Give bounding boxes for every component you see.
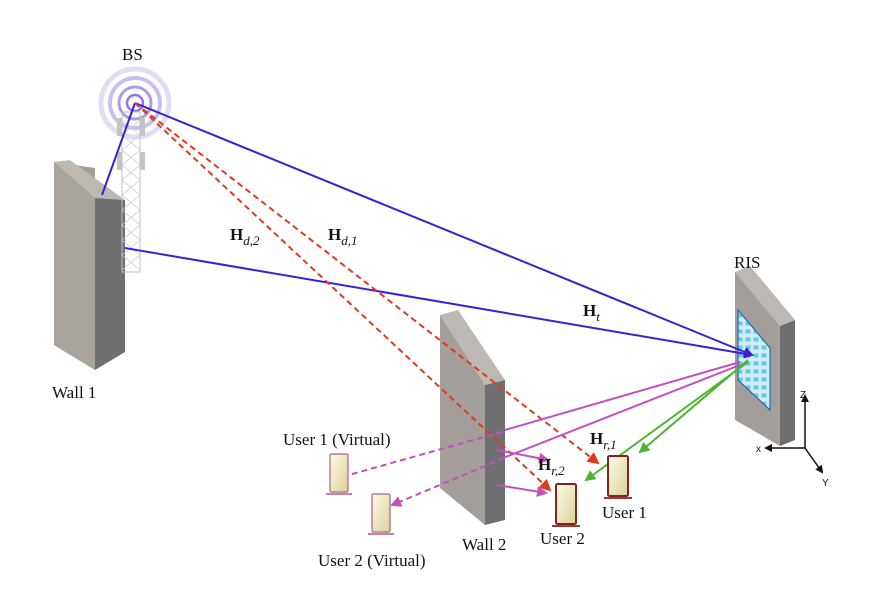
coordinate-axes: Z x Y [756,390,829,489]
ris-reflection-links [336,361,741,507]
channel-hr2-sub: r,2 [551,463,565,478]
phone-icon-user1 [604,455,632,499]
channel-hr1-label: Hr,1 [590,429,617,452]
ris-wall-side [780,320,795,446]
ris-panel-icon [735,266,795,446]
channel-hd1-sub: d,1 [341,233,357,248]
channel-ht-label: Ht [583,301,600,324]
wall-2-label: Wall 2 [462,535,506,554]
channel-hd1-base: H [328,225,341,244]
axis-y-label: Y [822,478,829,489]
axis-z-label: Z [800,390,806,401]
channel-hd1-label: Hd,1 [328,225,357,248]
wall-1-front-face [54,162,95,370]
channel-ht-sub: t [596,309,600,324]
ris-label: RIS [734,253,760,272]
channel-hr2-label: Hr,2 [538,455,565,478]
bs-ris-links [101,102,754,359]
wall-1-top [54,160,125,200]
wall-2-side [485,380,505,525]
axis-x-label: x [756,444,761,455]
channel-hr2-base: H [538,455,551,474]
wall-1-side [95,198,125,370]
user-1-virtual-label: User 1 (Virtual) [283,430,391,449]
ris-surface [737,308,771,412]
wall-1-label: Wall 1 [52,383,96,402]
wall-2-front [440,315,485,525]
channel-ht-base: H [583,301,596,320]
phone-icon-user2 [552,483,580,527]
direct-links [134,102,600,492]
phone-icon-user2-virtual [368,493,394,535]
wall-1 [54,160,125,370]
channel-hd2-label: Hd,2 [230,225,260,248]
channel-hd2-base: H [230,225,243,244]
tower-icon [98,66,172,273]
channel-hr1-sub: r,1 [603,437,616,452]
channel-hr1-base: H [590,429,603,448]
user-1-label: User 1 [602,503,647,522]
bs-label: BS [122,45,143,64]
channel-hd2-sub: d,2 [243,233,260,248]
wall-2 [440,310,505,525]
user-2-label: User 2 [540,529,585,548]
user-2-virtual-label: User 2 (Virtual) [318,551,426,570]
phone-icon-user1-virtual [326,453,352,495]
